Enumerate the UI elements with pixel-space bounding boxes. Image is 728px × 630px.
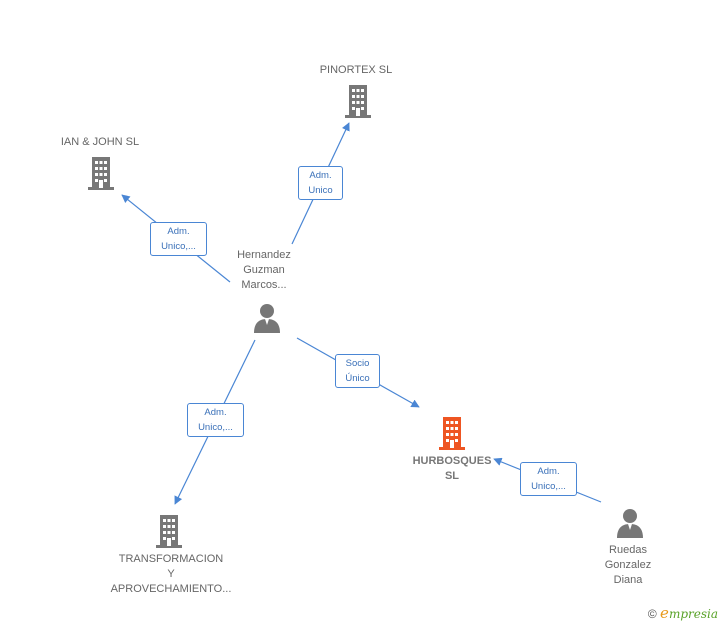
node-label-hurbosques: HURBOSQUES SL [412,455,492,482]
building-icon[interactable] [343,84,373,118]
node-ruedas[interactable]: Ruedas Gonzalez Diana [588,543,668,588]
node-ian-john[interactable]: IAN & JOHN SL [40,135,160,150]
building-icon[interactable] [437,416,467,450]
edge-label-ruedas[interactable]: Adm. Unico,... [520,462,577,496]
node-label-ruedas: Ruedas Gonzalez Diana [604,544,652,586]
node-hernandez[interactable]: Hernandez Guzman Marcos... [214,248,314,293]
empresia-logo[interactable]: © empresia [648,604,718,622]
node-label-pinortex: PINORTEX SL [319,64,393,76]
node-label-hernandez: Hernandez Guzman Marcos... [237,249,291,291]
brand-name: empresia [660,604,718,622]
edge-label-transformacion[interactable]: Adm. Unico,... [187,403,244,437]
node-hurbosques[interactable]: HURBOSQUES SL [392,454,512,484]
edge-label-hurbosques[interactable]: Socio Único [335,354,380,388]
copyright-icon: © [647,607,657,621]
building-icon[interactable] [86,156,116,190]
building-icon[interactable] [154,514,184,548]
node-transformacion[interactable]: TRANSFORMACION Y APROVECHAMIENTO... [96,552,246,597]
edge-label-pinortex[interactable]: Adm. Unico [298,166,343,200]
node-label-ian-john: IAN & JOHN SL [60,136,140,148]
person-icon[interactable] [252,303,282,333]
node-label-transformacion: TRANSFORMACION Y APROVECHAMIENTO... [110,553,232,595]
node-pinortex[interactable]: PINORTEX SL [296,63,416,78]
person-icon[interactable] [615,508,645,538]
edge-label-ian-john[interactable]: Adm. Unico,... [150,222,207,256]
